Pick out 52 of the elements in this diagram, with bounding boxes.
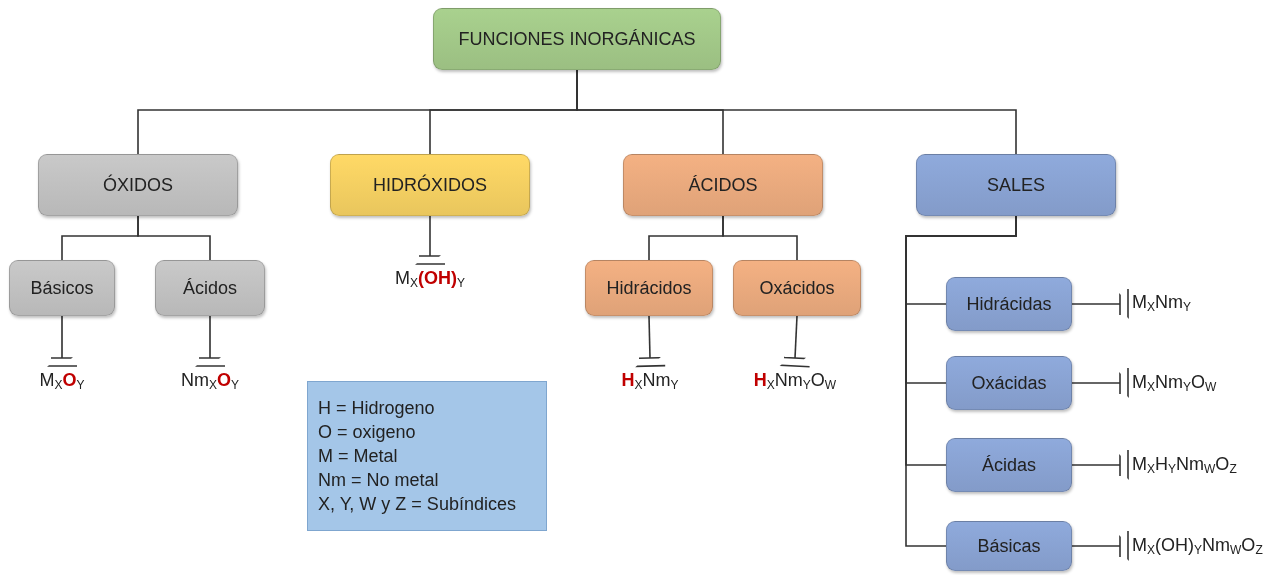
formula-label: H$_{X}$Nm$_{Y}$ — [621, 370, 679, 392]
formula-label: M$_{X}$(OH)$_{Y}$ — [395, 268, 465, 290]
category-box — [38, 154, 238, 216]
category-label: ÓXIDOS — [103, 174, 173, 196]
category-label: Oxácidas — [971, 372, 1047, 394]
category-label: Básicos — [30, 277, 94, 299]
category-label: ÁCIDOS — [688, 174, 758, 196]
category-label: Hidrácidos — [606, 277, 692, 299]
category-box — [155, 260, 265, 316]
connector-line — [722, 215, 798, 261]
formula-connector — [1071, 368, 1129, 398]
category-box — [585, 260, 713, 316]
formula-connector — [1071, 531, 1129, 561]
formula-label: M$_{X}$(OH)$_{Y}$Nm$_{W}$O$_{Z}$ — [1132, 535, 1263, 557]
formula-label: M$_{X}$Nm$_{Y}$O$_{W}$ — [1132, 372, 1217, 394]
formula-label: M$_{X}$H$_{Y}$Nm$_{W}$O$_{Z}$ — [1132, 454, 1237, 476]
category-box — [433, 8, 721, 70]
formula-connector — [47, 315, 77, 367]
category-label: SALES — [986, 174, 1045, 196]
category-label: Ácidos — [183, 277, 237, 299]
definition-text: Nm = No metal — [318, 469, 439, 492]
category-box — [733, 260, 861, 316]
formula-label: Nm$_{X}$O$_{Y}$ — [180, 370, 239, 392]
category-box — [623, 154, 823, 216]
formula-connector — [1071, 289, 1129, 319]
category-label: FUNCIONES INORGÁNICAS — [458, 28, 696, 50]
category-box — [9, 260, 115, 316]
formula-connector — [635, 315, 666, 368]
category-box — [946, 356, 1072, 410]
note-box — [307, 381, 547, 531]
formula-connector — [779, 315, 810, 368]
formula-label: M$_{X}$O$_{Y}$ — [39, 370, 85, 392]
category-box — [330, 154, 530, 216]
definition-text: O = oxigeno — [318, 421, 416, 444]
formula-label: H$_{X}$Nm$_{Y}$O$_{W}$ — [753, 370, 837, 392]
definition-text: X, Y, W y Z = Subíndices — [318, 493, 516, 516]
category-label: Oxácidos — [759, 277, 835, 299]
category-box — [946, 277, 1072, 331]
formula-label: M$_{X}$Nm$_{Y}$ — [1132, 292, 1192, 314]
category-label: Hidrácidas — [966, 293, 1052, 315]
category-label: HIDRÓXIDOS — [373, 174, 487, 196]
category-box — [946, 521, 1072, 571]
formula-connector — [415, 215, 445, 265]
category-box — [946, 438, 1072, 492]
category-box — [916, 154, 1116, 216]
definition-text: H = Hidrogeno — [318, 397, 435, 420]
connector-line — [137, 215, 211, 261]
formula-connector — [195, 315, 225, 367]
formula-connector — [1071, 450, 1129, 480]
category-label: Básicas — [977, 535, 1041, 557]
category-label: Ácidas — [982, 454, 1036, 476]
definition-text: M = Metal — [318, 445, 398, 468]
